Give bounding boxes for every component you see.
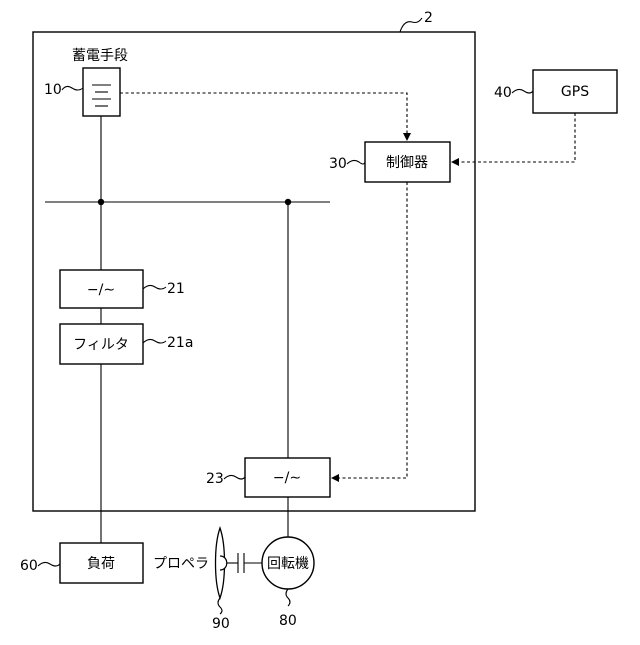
controller-ref: 30: [329, 156, 347, 172]
controller-ref-leader: [347, 160, 365, 164]
filter-ref-leader: [143, 339, 166, 343]
rotating-machine-ref-leader: [286, 589, 290, 606]
gps-label: GPS: [561, 84, 589, 100]
controller-label: 制御器: [386, 155, 428, 171]
propeller-hub: [220, 556, 227, 570]
load-ref-leader: [38, 562, 60, 566]
rotating-machine-label: 回転機: [267, 556, 309, 572]
storage-ref-leader: [62, 86, 83, 90]
converter-21-ref: 21: [167, 281, 185, 297]
propeller-ref-leader: [218, 598, 222, 614]
converter-23-ref: 23: [206, 471, 224, 487]
filter-ref: 21a: [167, 335, 193, 351]
converter-21-label: −/∼: [87, 282, 115, 298]
system-ref: 2: [424, 10, 433, 26]
propeller-ref: 90: [212, 616, 230, 632]
gps-to-controller-signal: [452, 113, 575, 162]
gps-ref: 40: [494, 85, 512, 101]
converter-23-ref-leader: [224, 475, 245, 479]
storage-title: 蓄電手段: [72, 48, 128, 64]
load-label: 負荷: [87, 556, 115, 572]
converter-23-label: −/∼: [273, 470, 301, 486]
filter-label: フィルタ: [73, 337, 129, 353]
propeller-label: プロペラ: [153, 556, 209, 572]
gps-ref-leader: [512, 89, 533, 93]
rotating-machine-ref: 80: [279, 613, 297, 629]
converter-21-ref-leader: [143, 285, 166, 289]
load-ref: 60: [20, 558, 38, 574]
system-ref-leader: [400, 18, 422, 32]
controller-to-converter23-signal: [332, 182, 407, 478]
storage-ref: 10: [44, 82, 62, 98]
storage-to-controller-signal: [120, 93, 407, 140]
